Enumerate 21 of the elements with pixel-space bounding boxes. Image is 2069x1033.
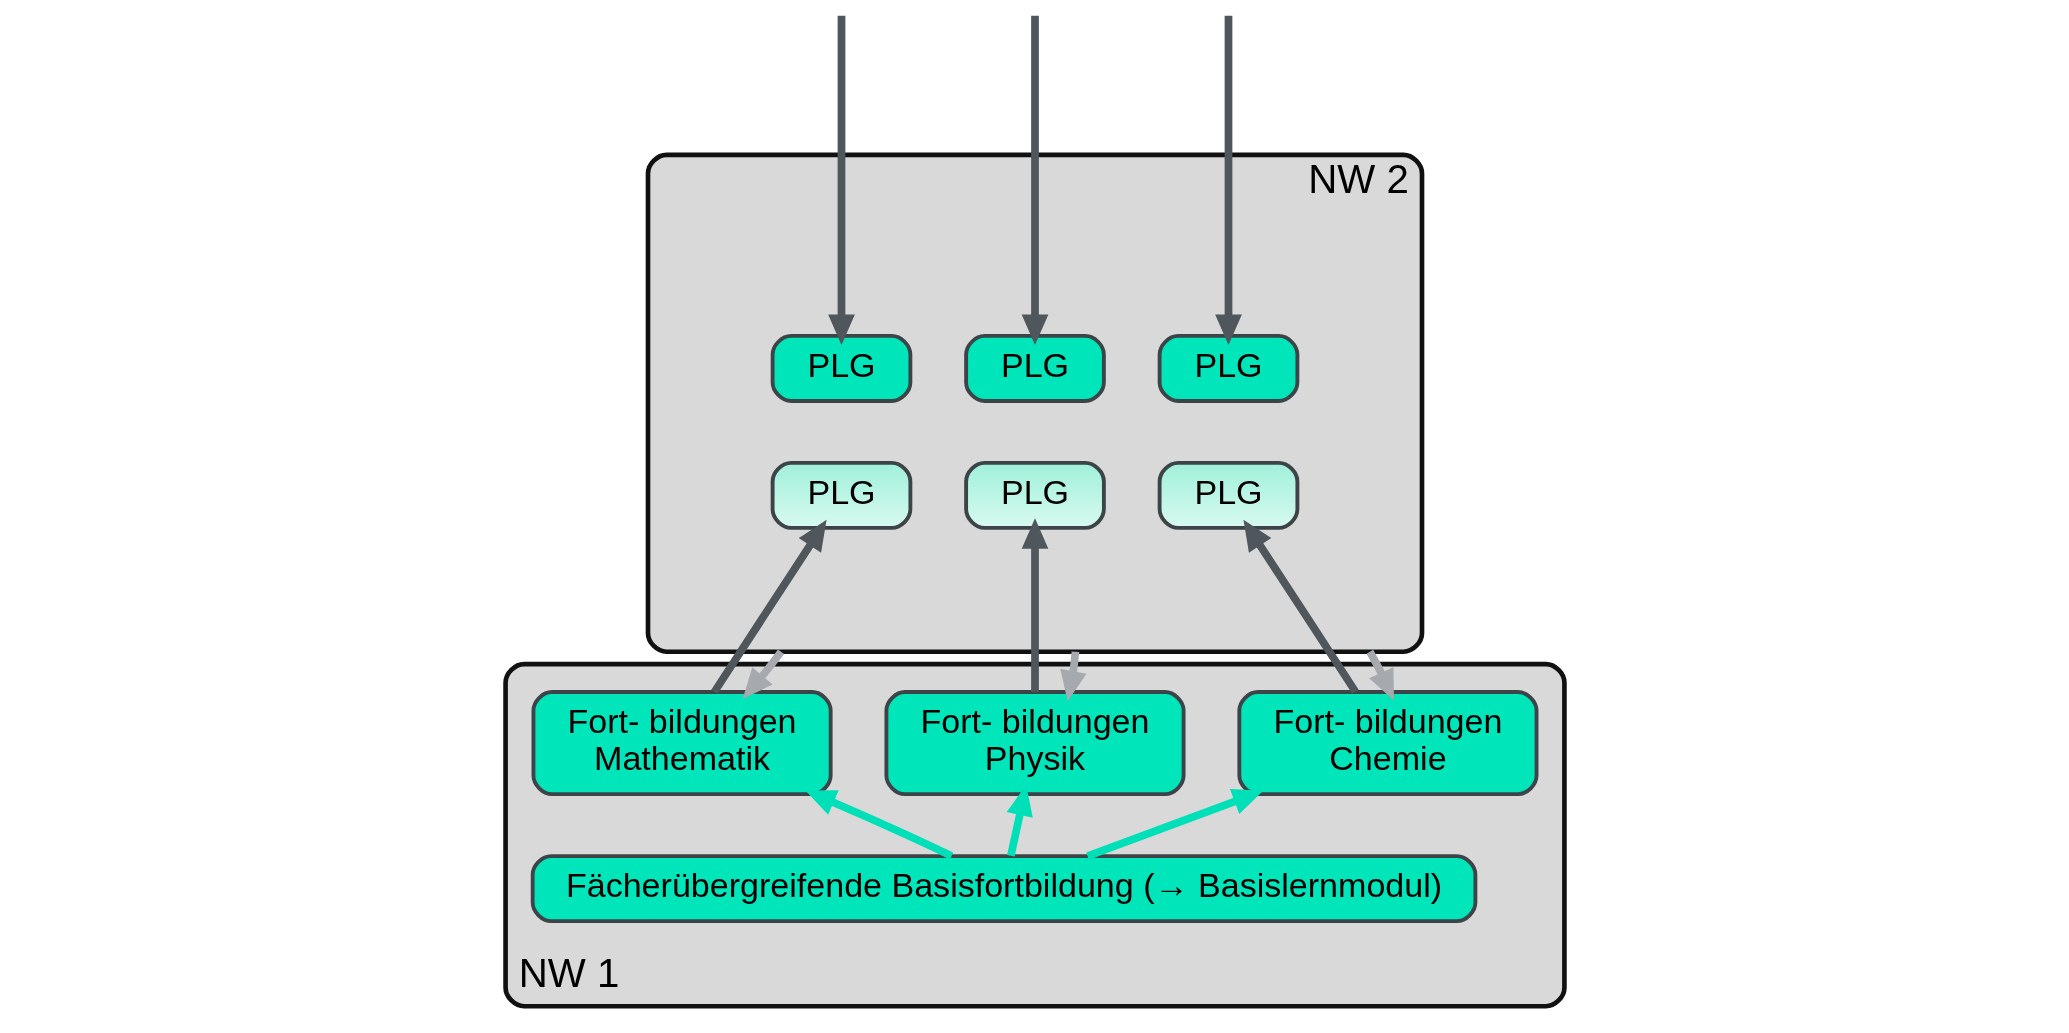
node-box: PLG [963, 334, 1106, 403]
arrow [1214, 15, 1242, 346]
node-box: Fort- bildungen Physik [883, 690, 1186, 797]
arrow [1366, 649, 1394, 701]
node-box: Fächerübergreifende Basisfortbildung (→ Basislernmodul) [530, 854, 1477, 924]
node-box: PLG [770, 460, 912, 530]
arrow [1059, 651, 1086, 702]
arrow [1021, 518, 1048, 692]
arrow [742, 649, 784, 700]
node-box: PLG [770, 334, 912, 403]
node-box: PLG [963, 460, 1106, 530]
node-box: Fort- bildungen Mathematik [531, 690, 833, 797]
arrow [804, 790, 953, 860]
arrow [1085, 788, 1263, 860]
arrow [827, 15, 855, 346]
arrow [1242, 519, 1359, 694]
arrow [1021, 15, 1048, 346]
node-box: PLG [1157, 460, 1299, 530]
node-box: PLG [1157, 334, 1299, 403]
arrow [710, 519, 827, 694]
node-box: Fort- bildungen Chemie [1236, 690, 1538, 797]
